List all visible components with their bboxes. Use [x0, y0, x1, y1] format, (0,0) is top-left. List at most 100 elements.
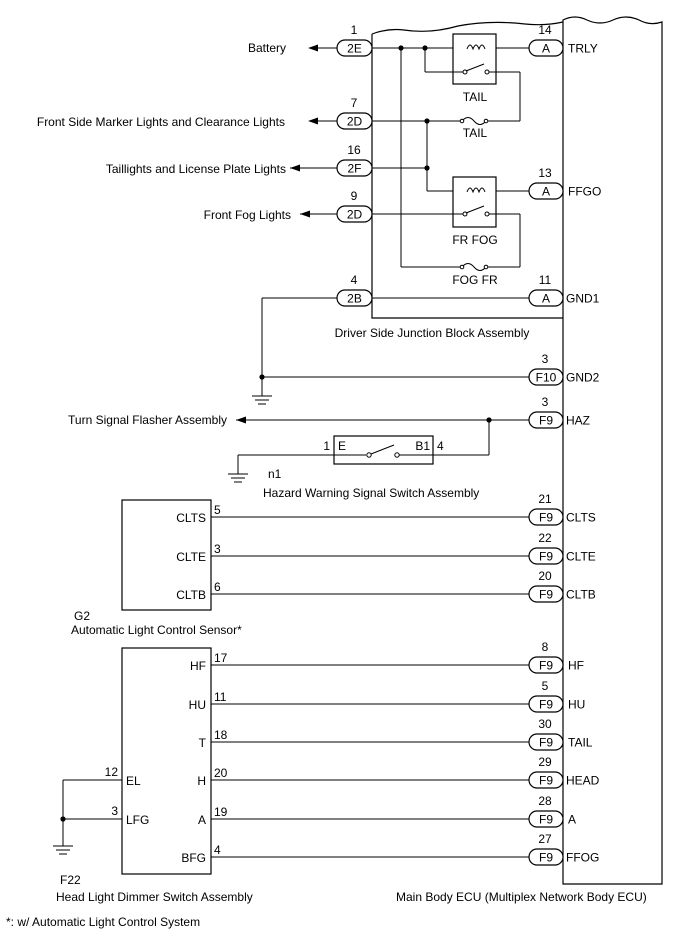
ecu-terminal: F9 3 HAZ — [528, 395, 590, 429]
ecu-terminal: F9 22 CLTE — [528, 531, 596, 565]
svg-text:11: 11 — [539, 273, 552, 287]
svg-text:20: 20 — [538, 569, 552, 583]
svg-text:CLTB: CLTB — [176, 588, 206, 602]
jb-title: Driver Side Junction Block Assembly — [335, 326, 530, 340]
relay-tail-label: TAIL — [463, 90, 488, 104]
dimmer-terminal: H 20 — [197, 766, 227, 788]
arrow-taillights — [290, 164, 300, 172]
ecu-title: Main Body ECU (Multiplex Network Body EC… — [396, 890, 647, 904]
fuse-tail-label: TAIL — [463, 126, 488, 140]
svg-text:27: 27 — [538, 832, 552, 846]
dimmer-terminal: A 19 — [198, 805, 228, 827]
svg-text:F9: F9 — [539, 698, 553, 712]
hazard-term-e: E — [338, 439, 346, 453]
jb-connector: 2F 16 — [336, 143, 373, 177]
sensor-terminal: CLTB 6 — [176, 580, 221, 602]
svg-text:HAZ: HAZ — [566, 414, 590, 428]
svg-text:3: 3 — [542, 352, 549, 366]
ecu-terminal: F9 27 FFOG — [528, 832, 599, 866]
dimmer-terminal: T 18 — [199, 728, 228, 750]
main-body-ecu — [562, 16, 663, 885]
svg-text:F10: F10 — [536, 371, 557, 385]
svg-text:28: 28 — [538, 794, 552, 808]
svg-text:17: 17 — [214, 651, 228, 665]
svg-text:F9: F9 — [539, 851, 553, 865]
label-taillights: Taillights and License Plate Lights — [106, 162, 286, 176]
junction-block — [371, 21, 564, 319]
svg-text:7: 7 — [351, 96, 358, 110]
label-front-fog: Front Fog Lights — [204, 208, 291, 222]
svg-text:3: 3 — [214, 542, 221, 556]
svg-text:8: 8 — [542, 640, 549, 654]
ground-symbol-3 — [53, 845, 73, 855]
ecu-terminal: A 11 GND1 — [528, 273, 600, 307]
svg-text:2F: 2F — [347, 162, 361, 176]
ecu-terminal: A 13 FFGO — [528, 166, 601, 200]
svg-text:A: A — [198, 813, 206, 827]
jb-connector: 2E 1 — [336, 23, 373, 57]
svg-text:LFG: LFG — [126, 813, 149, 827]
sensor-title: Automatic Light Control Sensor* — [71, 623, 242, 637]
light-control-sensor-box — [121, 499, 212, 611]
relay-fr-fog-label: FR FOG — [452, 233, 497, 247]
svg-text:HU: HU — [189, 698, 206, 712]
fuse-fog-fr-label: FOG FR — [452, 273, 498, 287]
svg-text:30: 30 — [538, 717, 552, 731]
arrow-turn-signal — [236, 416, 246, 424]
svg-text:T: T — [199, 736, 207, 750]
svg-text:CLTE: CLTE — [566, 550, 596, 564]
svg-text:11: 11 — [214, 690, 227, 704]
svg-text:F9: F9 — [539, 511, 553, 525]
svg-text:CLTS: CLTS — [176, 511, 206, 525]
relay-fr-fog — [452, 176, 497, 228]
svg-text:1: 1 — [351, 23, 358, 37]
wires — [62, 47, 529, 858]
hazard-switch — [333, 435, 434, 465]
svg-text:3: 3 — [111, 804, 118, 818]
label-battery: Battery — [248, 41, 286, 55]
arrow-front-fog — [300, 210, 310, 218]
relay-tail — [452, 33, 497, 85]
svg-text:16: 16 — [347, 143, 361, 157]
jb-connector: 2D 7 — [336, 96, 373, 130]
jb-connector: 2B 4 — [336, 273, 373, 307]
ecu-terminal: F9 29 HEAD — [528, 755, 600, 789]
svg-text:F9: F9 — [539, 736, 553, 750]
arrow-front-side-marker — [308, 117, 318, 125]
label-front-side-marker: Front Side Marker Lights and Clearance L… — [37, 115, 285, 129]
junction-dots — [60, 45, 492, 822]
svg-text:CLTB: CLTB — [566, 588, 596, 602]
svg-text:FFGO: FFGO — [568, 185, 601, 199]
svg-text:14: 14 — [538, 23, 552, 37]
ecu-terminal: F9 28 A — [528, 794, 576, 828]
svg-text:3: 3 — [542, 395, 549, 409]
svg-text:6: 6 — [214, 580, 221, 594]
dimmer-switch-box — [121, 647, 212, 875]
svg-text:TAIL: TAIL — [568, 736, 593, 750]
svg-text:A: A — [542, 42, 550, 56]
svg-text:F9: F9 — [539, 550, 553, 564]
ecu-terminal: F9 5 HU — [528, 679, 585, 713]
footnote: *: w/ Automatic Light Control System — [6, 915, 200, 929]
ecu-terminal: F9 8 HF — [528, 640, 584, 674]
arrow-battery — [308, 44, 318, 52]
svg-text:BFG: BFG — [181, 851, 206, 865]
jb-connector: 2D 9 — [336, 189, 373, 223]
svg-text:GND2: GND2 — [566, 371, 600, 385]
svg-text:21: 21 — [538, 492, 552, 506]
svg-text:20: 20 — [214, 766, 228, 780]
svg-text:5: 5 — [214, 503, 221, 517]
svg-text:2D: 2D — [347, 208, 363, 222]
hazard-term-b1: B1 — [415, 439, 430, 453]
svg-text:TRLY: TRLY — [568, 42, 598, 56]
ground-symbol-2 — [228, 473, 248, 483]
svg-text:HF: HF — [568, 659, 584, 673]
svg-text:5: 5 — [542, 679, 549, 693]
dimmer-left-terminal: LFG 3 — [111, 804, 149, 827]
fuse-tail — [453, 117, 496, 125]
arrows — [236, 44, 318, 424]
svg-text:4: 4 — [351, 273, 358, 287]
dimmer-terminal: HF 17 — [190, 651, 228, 673]
svg-text:2B: 2B — [347, 292, 362, 306]
